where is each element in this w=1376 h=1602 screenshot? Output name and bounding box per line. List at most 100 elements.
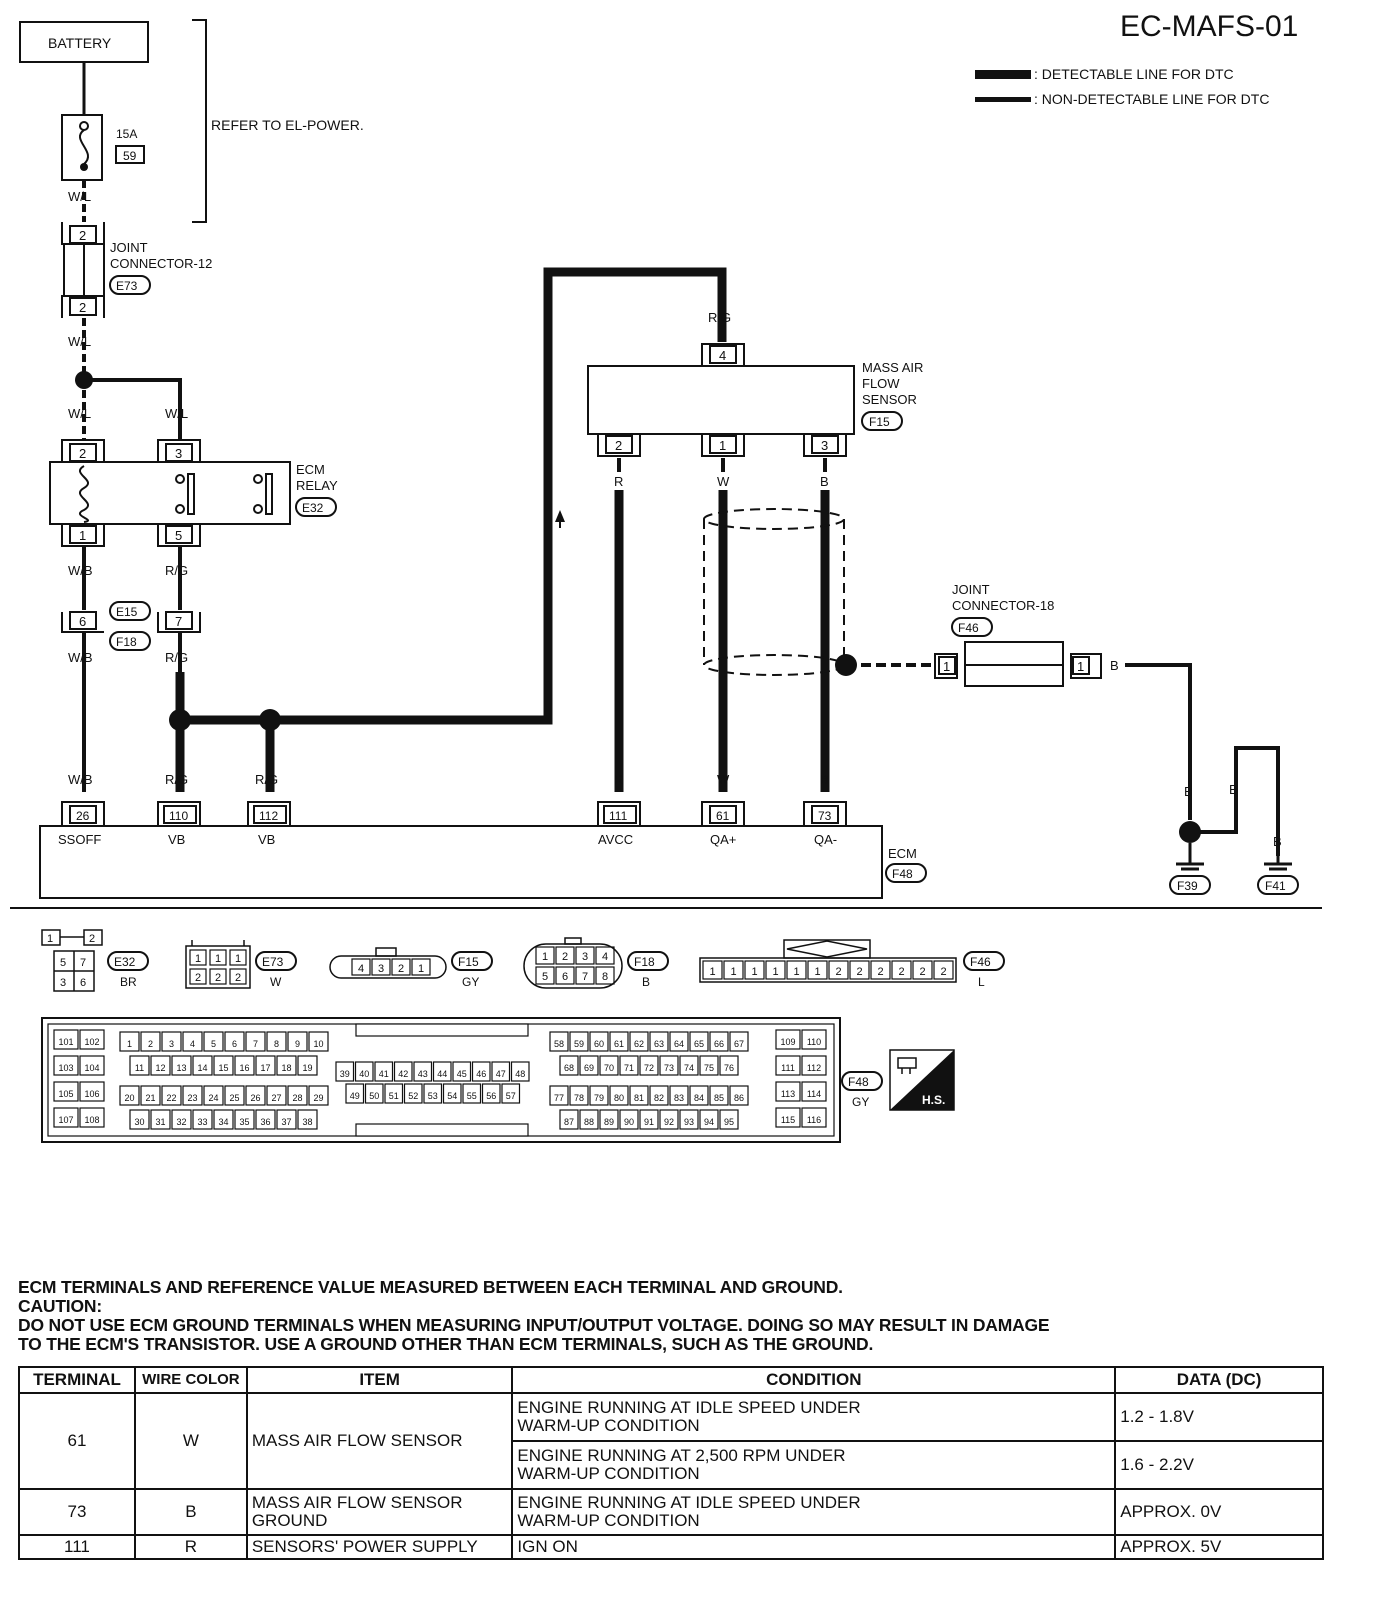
pin-cell xyxy=(287,1085,308,1106)
f18-id: F18 xyxy=(634,955,655,969)
e32-pin: 2 xyxy=(89,933,95,945)
maf-pin-2: 2 xyxy=(615,438,622,453)
notes-heading: ECM TERMINALS AND REFERENCE VALUE MEASUR… xyxy=(18,1277,843,1297)
pin-cell xyxy=(559,1055,579,1076)
connector-view-e73: 1 1 1 2 2 2 E73 W xyxy=(185,940,297,989)
ecm-pin-111: 111 xyxy=(609,809,628,823)
pin-cell xyxy=(266,1031,287,1052)
pin-number: 7 xyxy=(253,1039,258,1049)
ground-f41: F41 xyxy=(1257,856,1299,895)
joint12-pin-bottom: 2 xyxy=(79,300,86,315)
pin-cell xyxy=(287,1031,308,1052)
ecm-pin-61: 61 xyxy=(716,809,730,823)
e73-pin: 1 xyxy=(195,953,201,965)
legend-non-detectable-swatch xyxy=(975,97,1031,102)
pin-cell xyxy=(203,1031,224,1052)
pin-cell xyxy=(729,1085,749,1106)
e32-id: E32 xyxy=(114,955,136,969)
pin-number: 52 xyxy=(408,1091,418,1101)
joint18-label-2: CONNECTOR-18 xyxy=(952,598,1054,613)
cell-condition: ENGINE RUNNING AT IDLE SPEED UNDER WARM-… xyxy=(511,1392,1117,1442)
pin-cell xyxy=(569,1031,589,1052)
wire-label-b-joint: B xyxy=(1110,658,1119,673)
pin-number: 106 xyxy=(84,1089,99,1099)
pin-number: 15 xyxy=(218,1063,228,1073)
pin-number: 115 xyxy=(781,1115,795,1125)
pin-number: 2 xyxy=(919,966,925,978)
pin-number: 75 xyxy=(704,1063,714,1073)
pin-cell xyxy=(432,1061,452,1082)
pin-number: 5 xyxy=(211,1039,216,1049)
legend-non-detectable-label: : NON-DETECTABLE LINE FOR DTC xyxy=(1034,91,1269,107)
pin-number: 4 xyxy=(190,1039,195,1049)
pin-number: 89 xyxy=(604,1117,614,1127)
pin-cell xyxy=(510,1061,530,1082)
legend-detectable-swatch xyxy=(975,70,1031,79)
pin-cell xyxy=(452,1061,472,1082)
pin-cell xyxy=(579,1055,599,1076)
pin-number: 2 xyxy=(856,966,862,978)
pin-number: 107 xyxy=(58,1115,73,1125)
pin-cell xyxy=(619,1055,639,1076)
pin-number: 34 xyxy=(218,1117,228,1127)
pin-number: 90 xyxy=(624,1117,634,1127)
pin-cell xyxy=(276,1109,297,1130)
pin-cell xyxy=(579,1109,599,1130)
pin-number: 10 xyxy=(313,1039,323,1049)
pin-cell xyxy=(79,1055,105,1076)
pin-cell xyxy=(374,1061,394,1082)
maf-pin-1: 1 xyxy=(719,438,726,453)
maf-label-2: FLOW xyxy=(862,376,900,391)
pin-number: 3 xyxy=(169,1039,174,1049)
pin-cell xyxy=(161,1085,182,1106)
pin-cell xyxy=(609,1085,629,1106)
ecm-pin-name-26: SSOFF xyxy=(58,832,101,847)
pin-cell xyxy=(393,1061,413,1082)
f18-color: B xyxy=(642,975,650,989)
cell-terminal: 111 xyxy=(18,1534,136,1560)
pin-cell xyxy=(297,1109,318,1130)
pin-number: 50 xyxy=(369,1091,379,1101)
pin-number: 21 xyxy=(145,1093,155,1103)
f15-id: F15 xyxy=(458,955,479,969)
pin-number: 9 xyxy=(295,1039,300,1049)
pin-cell xyxy=(709,1085,729,1106)
ecm-wire-label-73: B xyxy=(820,772,829,787)
pin-cell xyxy=(719,1055,739,1076)
cell-terminal: 61 xyxy=(18,1392,136,1490)
harness-side-icon: H.S. xyxy=(889,1049,955,1111)
pin-number: 2 xyxy=(148,1039,153,1049)
pin-cell xyxy=(161,1031,182,1052)
e73-pin: 2 xyxy=(235,972,241,984)
pin-number: 108 xyxy=(84,1115,99,1125)
maf-label-1: MASS AIR xyxy=(862,360,923,375)
pin-number: 12 xyxy=(155,1063,165,1073)
refer-text: REFER TO EL-POWER. xyxy=(211,117,364,133)
wire-label-b-gnd3: B xyxy=(1273,834,1282,849)
ecm-wire-label-61: W xyxy=(717,772,730,787)
pin-cell xyxy=(765,960,786,980)
pin-cell xyxy=(53,1107,79,1128)
pin-cell xyxy=(481,1083,501,1104)
ecm-terminal-26: 26 SSOFF xyxy=(58,801,105,847)
joint18-label-1: JOINT xyxy=(952,582,990,597)
pin-number: 25 xyxy=(229,1093,239,1103)
pin-number: 81 xyxy=(634,1093,644,1103)
pin-cell xyxy=(150,1055,171,1076)
ground-f41-label: F41 xyxy=(1265,879,1286,893)
ground-f39-label: F39 xyxy=(1177,879,1198,893)
e32-pin: 1 xyxy=(47,933,53,945)
pin-cell xyxy=(801,1107,827,1128)
pin-number: 62 xyxy=(634,1039,644,1049)
pin-number: 1 xyxy=(751,966,757,978)
ecm-terminal-notes: ECM TERMINALS AND REFERENCE VALUE MEASUR… xyxy=(18,1278,1358,1354)
pin-number: 69 xyxy=(584,1063,594,1073)
pin-cell xyxy=(933,960,954,980)
header-terminal: TERMINAL xyxy=(18,1366,136,1394)
pin-number: 1 xyxy=(127,1039,132,1049)
pin-cell xyxy=(629,1031,649,1052)
pin-number: 47 xyxy=(496,1069,506,1079)
pin-number: 2 xyxy=(877,966,883,978)
relay-label-1: ECM xyxy=(296,462,325,477)
